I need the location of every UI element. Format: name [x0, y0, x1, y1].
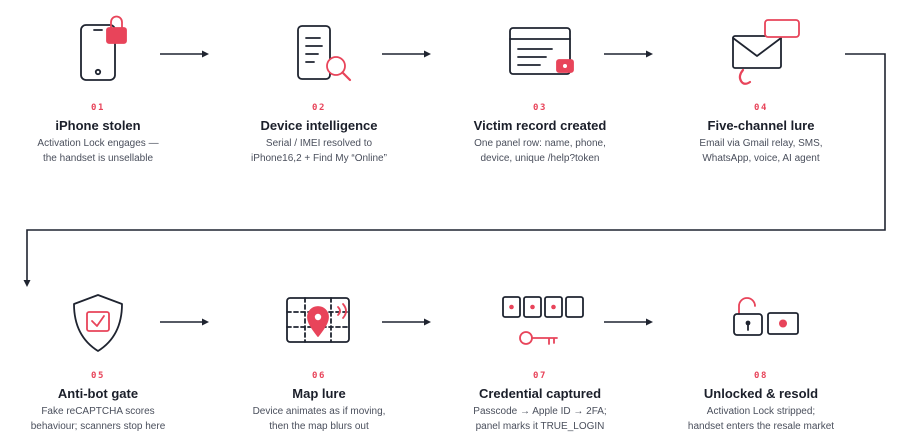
passcode-key-icon: [502, 296, 584, 345]
step-description: Fake reCAPTCHA scores behaviour; scanner…: [0, 405, 198, 434]
desc-line: the handset is unsellable: [42, 152, 154, 164]
desc-line: device, unique /help?token: [480, 152, 600, 164]
desc-line: handset enters the resale market: [687, 420, 835, 432]
step-title: iPhone stolen: [55, 118, 141, 133]
step-05: 05 Anti-bot gate Fake reCAPTCHA scores b…: [0, 370, 198, 434]
document-search-icon: [297, 25, 352, 82]
desc-line: Activation Lock stripped;: [706, 406, 816, 417]
step-description: Serial / IMEI resolved to iPhone16,2 + F…: [219, 137, 419, 166]
mail-phone-icon: [732, 19, 800, 85]
step-08: 08 Unlocked & resold Activation Lock str…: [661, 370, 861, 434]
desc-line: Activation Lock engages —: [37, 138, 159, 149]
arrow-02-03: [382, 50, 431, 58]
step-description: Passcode → Apple ID → 2FA; panel marks i…: [440, 405, 640, 434]
desc-line: Email via Gmail relay, SMS,: [699, 138, 823, 149]
browser-record-icon: [509, 27, 574, 75]
arrow-05-06: [160, 318, 209, 326]
step-description: One panel row: name, phone, device, uniq…: [440, 137, 640, 166]
desc-line: WhatsApp, voice, AI agent: [702, 152, 820, 164]
desc-line: Serial / IMEI resolved to: [265, 138, 373, 149]
step-title: Anti-bot gate: [57, 386, 139, 401]
step-01: 01 iPhone stolen Activation Lock engages…: [0, 102, 198, 166]
step-description: Activation Lock engages — the handset is…: [0, 137, 198, 166]
step-description: Activation Lock stripped; handset enters…: [661, 405, 861, 434]
step-number: 07: [532, 371, 548, 381]
step-07: 07 Credential captured Passcode → Apple …: [440, 370, 640, 434]
step-06: 06 Map lure Device animates as if moving…: [219, 370, 419, 434]
desc-line: iPhone16,2 + Find My “Online”: [251, 152, 387, 164]
desc-line: behaviour; scanners stop here: [30, 420, 166, 432]
map-pin-icon: [286, 297, 350, 343]
step-04: 04 Five-channel lure Email via Gmail rel…: [661, 102, 861, 166]
step-title: Map lure: [292, 386, 346, 401]
connector-row-wrap: [26, 53, 886, 280]
step-number: 05: [90, 371, 106, 381]
desc-line: Passcode → Apple ID → 2FA;: [473, 406, 607, 417]
step-title: Five-channel lure: [707, 118, 815, 133]
step-title: Unlocked & resold: [703, 386, 819, 401]
connector-arrowhead: [23, 280, 31, 287]
arrow-07-08: [604, 318, 653, 326]
step-03: 03 Victim record created One panel row: …: [440, 102, 640, 166]
step-number: 06: [311, 371, 327, 381]
step-number: 04: [753, 103, 769, 113]
step-description: Email via Gmail relay, SMS, WhatsApp, vo…: [661, 137, 861, 166]
step-title: Device intelligence: [260, 118, 378, 133]
arrow-06-07: [382, 318, 431, 326]
phone-lock-icon: [80, 15, 127, 81]
desc-line: One panel row: name, phone,: [474, 138, 606, 149]
step-number: 03: [532, 103, 548, 113]
desc-line: Fake reCAPTCHA scores: [41, 406, 155, 417]
step-title: Credential captured: [478, 386, 602, 401]
step-02: 02 Device intelligence Serial / IMEI res…: [219, 102, 419, 166]
step-number: 02: [311, 103, 327, 113]
desc-line: Device animates as if moving,: [252, 406, 386, 417]
desc-line: panel marks it TRUE_LOGIN: [475, 420, 605, 432]
unlock-icon: [733, 297, 799, 336]
step-title: Victim record created: [473, 118, 607, 133]
arrow-01-02: [160, 50, 209, 58]
arrow-03-04: [604, 50, 653, 58]
step-number: 08: [753, 371, 769, 381]
step-description: Device animates as if moving, then the m…: [219, 405, 419, 434]
desc-line: then the map blurs out: [269, 420, 369, 432]
shield-check-icon: [73, 294, 123, 352]
step-number: 01: [90, 103, 106, 113]
